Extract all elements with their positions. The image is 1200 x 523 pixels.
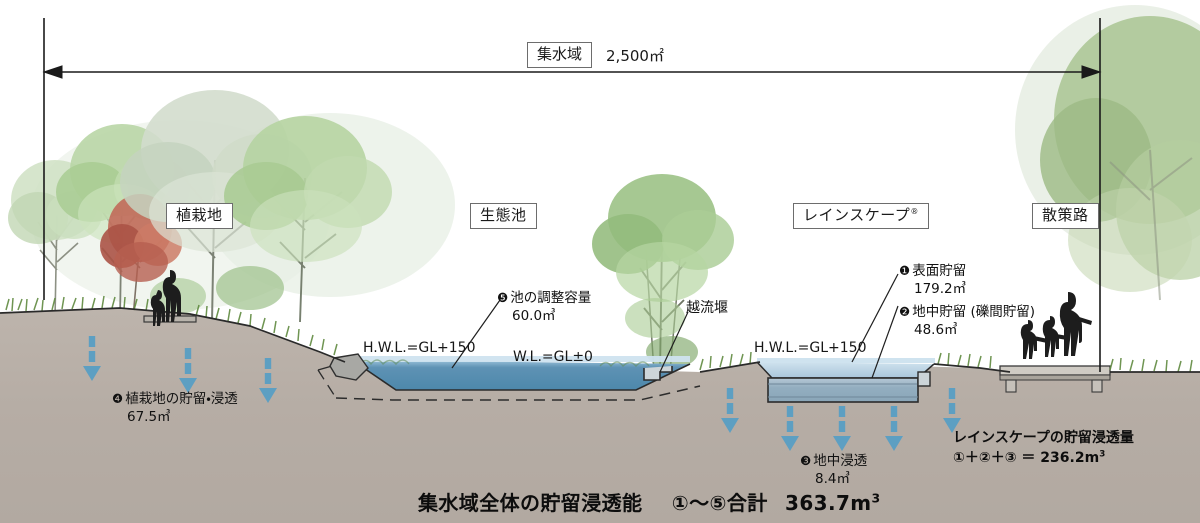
section-label-planting-area: 植栽地 [166, 203, 233, 229]
pond-edge-vegetation [359, 359, 650, 368]
callout-surface-storage-marker: ❶ [899, 263, 911, 278]
catchment-total-title: 集水域全体の貯留浸透能 [418, 491, 643, 515]
callout-underground-storage-title: 地中貯留 (礫間貯留) [912, 304, 1036, 320]
callout-ground-infiltration-title: 地中浸透 [813, 453, 868, 469]
walking-path-structure [999, 365, 1111, 393]
catchment-total-summary: 集水域全体の貯留浸透能 ①〜⑤合計 363.7m3 [418, 487, 881, 516]
overflow-weir [643, 366, 673, 381]
callout-underground-storage-value: 48.6㎥ [914, 322, 958, 339]
pond-liner-left-tie [317, 369, 337, 399]
callout-pond-capacity-value: 60.0㎥ [512, 308, 556, 325]
catchment-total-exponent: 3 [871, 490, 881, 506]
rainscape-outlet-box [917, 371, 931, 387]
catchment-dimension-line [42, 18, 1102, 372]
leader-lines [451, 273, 899, 379]
people-path [1020, 292, 1092, 359]
rainscape-hwl-surface [757, 358, 935, 363]
water-level-pond-hwl-text: H.W.L.=GL+150 [363, 340, 476, 356]
section-label-eco-pond: 生態池 [470, 203, 537, 229]
pond-hwl-surface [352, 356, 690, 362]
rainscape-summary-title: レインスケープの貯留浸透量 [953, 430, 1134, 446]
callout-pond-capacity-title: 池の調整容量 [510, 290, 592, 306]
rainscape-surface-water [757, 362, 934, 378]
viewing-deck [143, 315, 197, 323]
rainscape-summary-formula-text: ①＋②＋③ ＝ 236.2m [953, 450, 1100, 467]
pond-water [352, 360, 690, 390]
grass-tufts [5, 295, 1193, 373]
callout-surface-storage-value: 179.2㎥ [914, 281, 967, 298]
rainscape-summary-formula: ①＋②＋③ ＝ 236.2m3 [953, 448, 1134, 468]
section-label-planting-area-text: 植栽地 [176, 206, 223, 224]
callout-planting-storage-title: 植栽地の貯留・浸透 [125, 391, 238, 407]
section-label-eco-pond-text: 生態池 [480, 206, 527, 224]
callout-pond-capacity-marker: ❺ [497, 290, 509, 305]
pond-liner [335, 385, 701, 401]
section-label-walking-path: 散策路 [1032, 203, 1099, 229]
tree-group-left [8, 90, 392, 323]
tree-right [1040, 16, 1200, 301]
people-left [150, 270, 181, 326]
soil-body [0, 308, 1200, 523]
water-level-rainscape-hwl-text: H.W.L.=GL+150 [754, 340, 867, 356]
red-maple-tree [100, 194, 182, 319]
water-level-pond-hwl: H.W.L.=GL+150 [363, 340, 476, 356]
section-label-rainscape-text: レインスケープ [803, 206, 911, 224]
rainscape-summary-exponent: 3 [1099, 449, 1106, 460]
callout-planting-storage-value: 67.5㎥ [127, 409, 171, 426]
water-level-rainscape-hwl: H.W.L.=GL+150 [754, 340, 867, 356]
section-label-rainscape: レインスケープ® [793, 203, 929, 229]
gravel-storage-box [767, 377, 919, 403]
ground-outline [0, 307, 1200, 373]
catchment-value: 2,500㎡ [606, 46, 664, 65]
catchment-total-value: 363.7m [785, 491, 872, 515]
water-level-pond-wl-text: W.L.=GL±0 [513, 349, 593, 365]
weir-label-text: 越流堰 [686, 300, 728, 316]
tree-center-weir [592, 174, 734, 373]
callout-surface-storage-title: 表面貯留 [912, 263, 967, 279]
registered-trademark-icon: ® [910, 207, 919, 216]
catchment-label: 集水域 [527, 42, 593, 68]
callout-ground-infiltration-marker: ❸ [800, 453, 812, 468]
callout-ground-infiltration-value: 8.4㎥ [815, 471, 850, 488]
catchment-dimension: 集水域 2,500㎡ [527, 42, 664, 68]
callout-planting-storage-marker: ❹ [112, 391, 124, 406]
weir-label: 越流堰 [686, 297, 728, 317]
catchment-total-formula: ①〜⑤合計 [671, 491, 768, 515]
callout-underground-storage-marker: ❷ [899, 304, 911, 319]
section-label-walking-path-text: 散策路 [1042, 206, 1089, 224]
water-level-pond-wl: W.L.=GL±0 [513, 349, 593, 365]
rainscape-summary: レインスケープの貯留浸透量 ①＋②＋③ ＝ 236.2m3 [953, 428, 1134, 469]
